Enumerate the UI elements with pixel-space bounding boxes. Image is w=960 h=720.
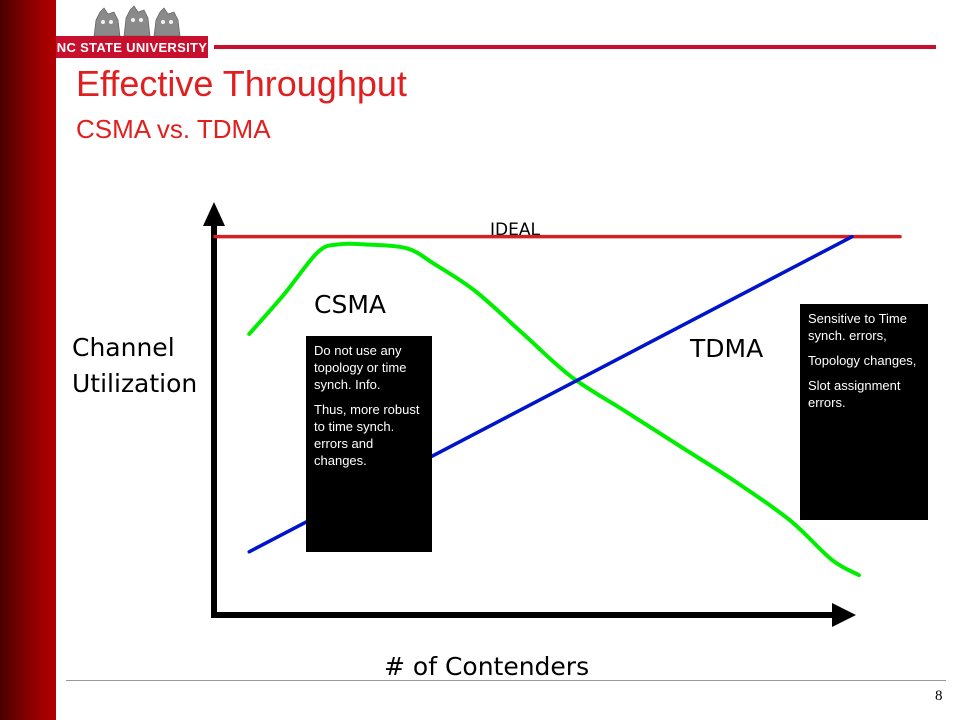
y-axis-label-line-1: Channel [72,333,175,362]
tdma-note-line-1: Sensitive to Time synch. errors, [808,311,907,343]
tdma-series-label: TDMA [690,334,764,363]
csma-note-line-2: Thus, more robust to time synch. errors … [314,402,420,468]
header-divider [214,45,936,49]
logo-banner-text: NC STATE UNIVERSITY [56,36,208,58]
y-axis-arrowhead [203,202,225,226]
tdma-note-box: Sensitive to Time synch. errors, Topolog… [800,304,928,520]
x-axis-line [211,612,839,618]
slide-title: Effective Throughput [76,63,407,104]
x-axis-label: # of Contenders [384,652,590,681]
csma-series-label: CSMA [314,290,386,319]
tdma-note-line-2: Topology changes, [808,353,917,368]
y-axis-label: Channel Utilization [72,330,197,402]
page-number: 8 [935,688,943,704]
csma-note-line-1: Do not use any topology or time synch. I… [314,343,407,392]
slide-subtitle: CSMA vs. TDMA [76,114,271,144]
y-axis-line [211,216,217,618]
university-logo: NC STATE UNIVERSITY [56,0,216,62]
left-sidebar-band [0,0,56,720]
chart-axes [203,202,856,627]
ideal-series-label: IDEAL [490,220,540,240]
wolf-mascot-icon [93,5,181,37]
csma-series-line [247,241,861,578]
csma-note-box: Do not use any topology or time synch. I… [306,336,432,552]
tdma-note-line-3: Slot assignment errors. [808,378,901,410]
y-axis-label-line-2: Utilization [72,369,198,398]
x-axis-arrowhead [832,603,856,627]
footer-divider [66,680,946,681]
